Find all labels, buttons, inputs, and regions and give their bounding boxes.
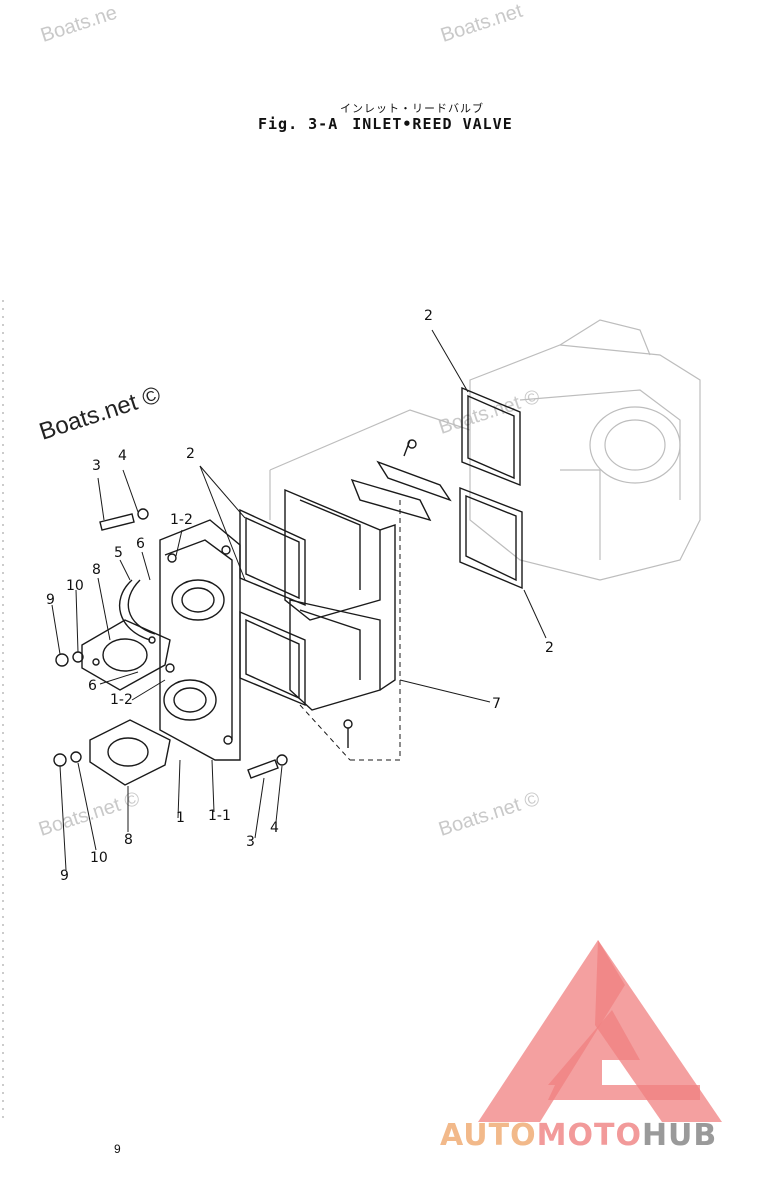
automotohub-wordmark: AUTOMOTOHUB: [440, 1118, 717, 1153]
diagram-title-japanese: インレット・リードバルブ: [340, 103, 484, 115]
flange-gasket-upper: [81, 619, 171, 691]
callout-3-bottom: 3: [246, 834, 255, 850]
callout-9-bottom: 9: [60, 868, 69, 884]
callout-1-2-top: 1-2: [170, 512, 193, 528]
callout-3-top: 3: [92, 458, 101, 474]
callout-2-left: 2: [186, 446, 195, 462]
diagram-title: Fig. 3-A INLET•REED VALVE: [258, 115, 513, 133]
leader-lines: [51, 329, 547, 871]
figure-name: INLET•REED VALVE: [352, 115, 513, 133]
page-number: 9: [114, 1142, 121, 1156]
callout-1-1: 1-1: [208, 808, 231, 824]
engine-block-outline: [269, 319, 701, 581]
callout-1: 1: [176, 810, 185, 826]
callout-2-right: 2: [545, 640, 554, 656]
flange-gasket-lower: [89, 719, 171, 786]
callout-10-bottom: 10: [90, 850, 108, 866]
reed-block-housing: [284, 488, 396, 711]
logo-hub: HUB: [641, 1118, 718, 1153]
callout-6-top: 6: [136, 536, 145, 552]
logo-auto: AUTO: [440, 1118, 537, 1153]
bolt-upper: [99, 508, 149, 531]
callout-8-bottom: 8: [124, 832, 133, 848]
callout-8-top: 8: [92, 562, 101, 578]
callout-10-top: 10: [66, 578, 84, 594]
nut-upper: [55, 653, 69, 667]
logo-moto: MOTO: [536, 1118, 642, 1153]
callout-7: 7: [492, 696, 501, 712]
reed-valve-petals: [350, 439, 452, 522]
figure-number: Fig. 3-A: [258, 115, 339, 133]
callout-2-top: 2: [424, 308, 433, 324]
callout-9-top: 9: [46, 592, 55, 608]
callout-4-top: 4: [118, 448, 127, 464]
hose: [118, 579, 151, 641]
callout-4-bottom: 4: [270, 820, 279, 836]
washer-lower: [70, 751, 82, 763]
nut-lower: [53, 753, 67, 767]
automotohub-logo-mark: [478, 940, 722, 1122]
callout-5: 5: [114, 545, 123, 561]
bolt-lower: [247, 754, 288, 779]
callout-6-bottom: 6: [88, 678, 97, 694]
intake-manifold: [159, 519, 241, 761]
reed-plate-upper-right: [459, 386, 523, 590]
callout-1-2-bottom: 1-2: [110, 692, 133, 708]
